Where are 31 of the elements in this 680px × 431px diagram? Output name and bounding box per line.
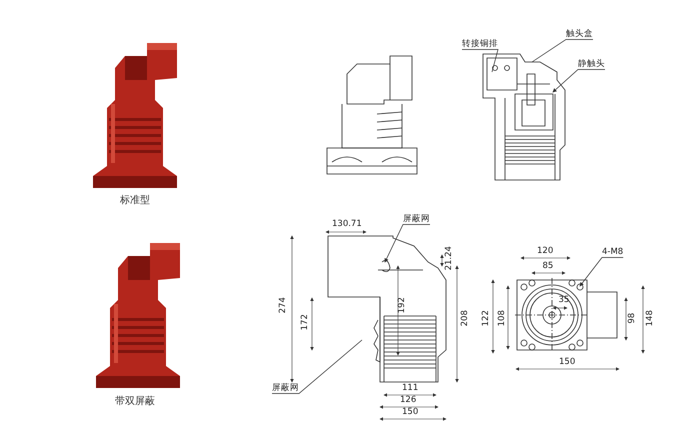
caption-label: 标准型	[120, 196, 150, 206]
dimension-label: 98	[628, 312, 636, 324]
leader-line	[462, 49, 498, 72]
leader-line	[272, 340, 362, 394]
dimension-label: 35	[558, 296, 570, 304]
leader-line	[552, 69, 606, 92]
dimension-label: 192	[398, 296, 406, 313]
leader-line	[580, 257, 624, 287]
leader-line	[384, 224, 430, 263]
leader-line	[532, 39, 594, 62]
dimension-label: 150	[402, 408, 418, 416]
callout-label: 4-M8	[602, 248, 624, 256]
dimension-label: 122	[482, 310, 490, 326]
dimension-label: 130.71	[332, 220, 362, 228]
dimension-label: 21.24	[444, 246, 454, 270]
dimension-label: 126	[400, 396, 416, 404]
dimension-label: 208	[460, 310, 470, 326]
dimension-label: 148	[646, 310, 654, 326]
callout-label: 屏蔽网	[403, 215, 430, 224]
dimension-label: 85	[542, 262, 554, 270]
dimension-label: 172	[300, 314, 310, 330]
dimension-label: 150	[559, 358, 576, 366]
dimension-label: 274	[278, 296, 288, 313]
caption-label: 带双屏蔽	[115, 397, 155, 407]
dimension-label: 111	[402, 384, 418, 392]
callout-label: 触头盒	[566, 30, 593, 38]
dimension-label: 120	[537, 246, 554, 255]
callout-label: 静触头	[578, 60, 605, 68]
callout-label: 转接铜排	[462, 40, 498, 48]
dimension-label: 108	[498, 310, 506, 326]
callout-label: 屏蔽网	[272, 384, 299, 392]
